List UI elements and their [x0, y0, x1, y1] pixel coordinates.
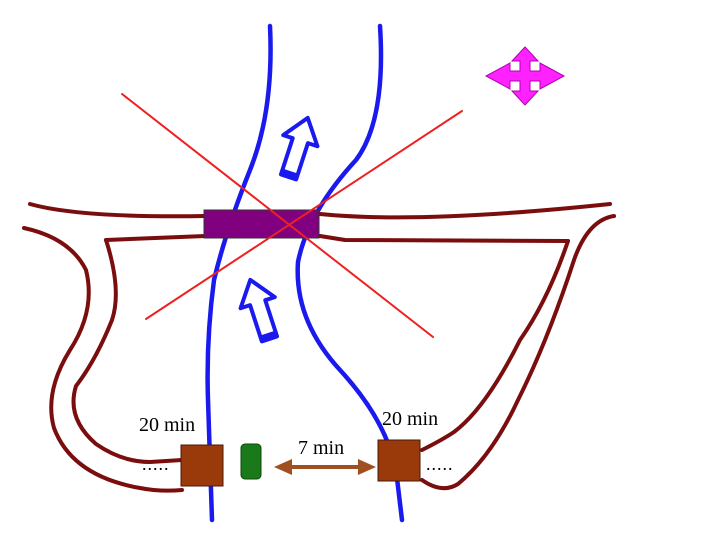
river-right [295, 23, 405, 523]
left-time-label: 20 min [139, 414, 195, 436]
roads [22, 202, 616, 493]
top-road-upper-edge [28, 202, 612, 220]
rivers [205, 23, 405, 523]
right-station [377, 439, 421, 482]
upward-flow-arrow-icon [238, 277, 280, 344]
green-marker [240, 443, 262, 480]
left-dots: ..... [142, 454, 170, 474]
right-dots: ..... [426, 454, 454, 474]
cross-out-line-b [145, 110, 463, 320]
river-left [205, 23, 273, 523]
cross-out-mark [121, 93, 463, 338]
move-arrows-icon[interactable] [484, 46, 566, 106]
left-road-inner [71, 238, 184, 464]
upward-flow-arrow-icon [278, 115, 320, 182]
left-station [180, 444, 224, 487]
left-road-outer [22, 226, 184, 493]
right-road-inner [420, 239, 570, 452]
top-road-lower-edge [104, 234, 570, 243]
cross-out-line-a [121, 93, 434, 338]
middle-time-label: 7 min [298, 437, 344, 459]
distance-arrow [274, 459, 376, 475]
right-road-outer [420, 214, 616, 491]
right-time-label: 20 min [382, 408, 438, 430]
